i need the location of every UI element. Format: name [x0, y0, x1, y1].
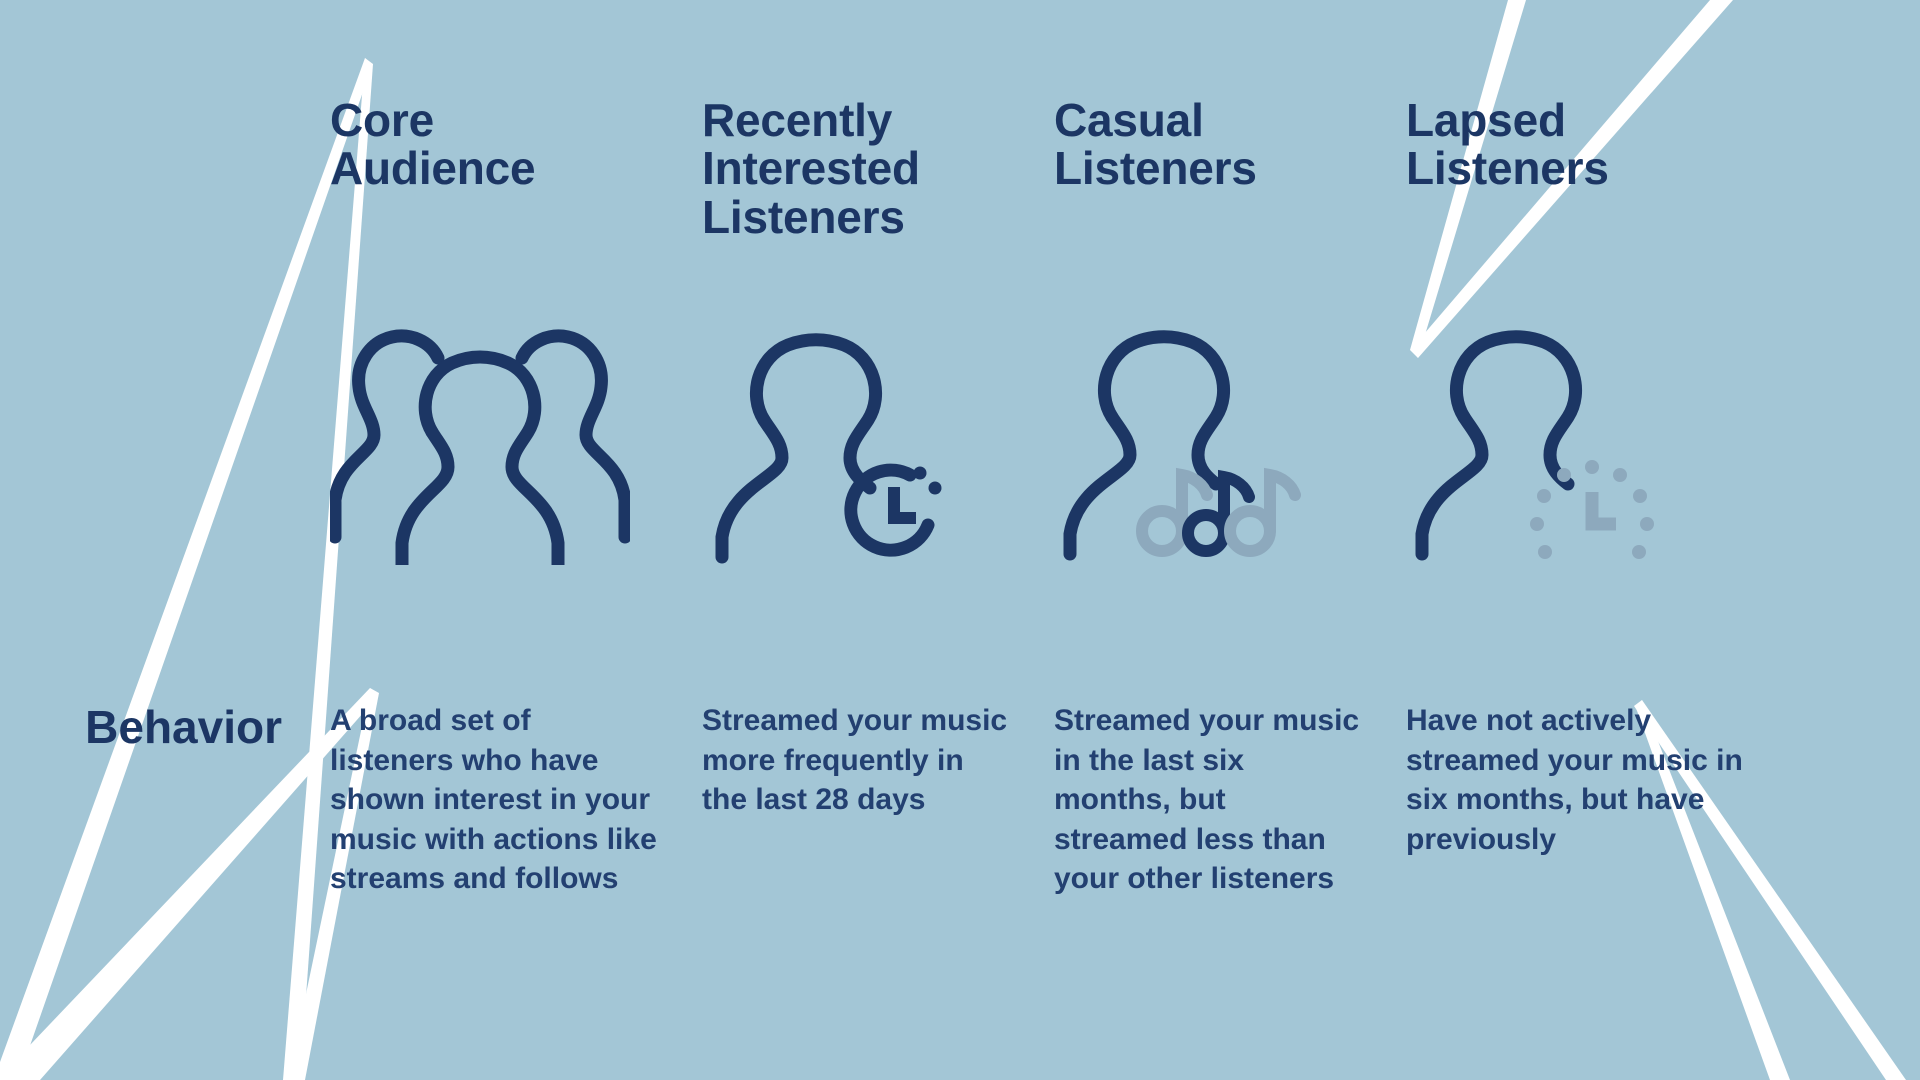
icon-cell-recently-interested: [702, 311, 1054, 701]
behavior-cell-casual-listeners: Streamed your music in the last six mont…: [1054, 701, 1406, 1080]
behavior-cell-core-audience: A broad set of listeners who have shown …: [330, 701, 702, 1080]
behavior-text: A broad set of listeners who have shown …: [330, 704, 657, 896]
column-heading: Casual Listeners: [1054, 94, 1257, 195]
column-heading: Core Audience: [330, 94, 536, 195]
clock-ring-arc: [844, 463, 935, 557]
music-note-center: [1182, 469, 1255, 557]
behavior-text: Streamed your music in the last six mont…: [1054, 704, 1360, 896]
row-label-text: Behavior: [85, 701, 282, 753]
icon-cell-core-audience: [330, 311, 702, 701]
behavior-text: Streamed your music more frequently in t…: [702, 704, 1008, 817]
music-note-right: [1224, 467, 1301, 557]
person-with-music-notes-icon: [1063, 330, 1301, 561]
row-label-behavior: Behavior: [0, 701, 330, 1080]
person-with-dotted-clock-icon: [1415, 330, 1654, 561]
dotted-clock-hands: [1585, 492, 1616, 531]
icon-cell-lapsed-listeners: [1406, 311, 1806, 701]
column-header-lapsed-listeners: Lapsed Listeners: [1406, 96, 1806, 311]
column-heading: Lapsed Listeners: [1406, 94, 1609, 195]
clock-hands: [888, 487, 916, 524]
behavior-cell-lapsed-listeners: Have not actively streamed your music in…: [1406, 701, 1806, 1080]
column-header-recently-interested: Recently Interested Listeners: [702, 96, 1054, 311]
music-note-left: [1136, 467, 1213, 557]
dotted-clock-ring: [1530, 460, 1654, 559]
clock-ring-dots: [913, 466, 942, 495]
person-with-clock-icon: [715, 333, 942, 564]
column-header-core-audience: Core Audience: [330, 96, 702, 311]
icon-cell-casual-listeners: [1054, 311, 1406, 701]
column-header-casual-listeners: Casual Listeners: [1054, 96, 1406, 311]
three-people-icon: [330, 329, 630, 565]
column-heading: Recently Interested Listeners: [702, 94, 920, 243]
behavior-text: Have not actively streamed your music in…: [1406, 704, 1743, 856]
behavior-cell-recently-interested: Streamed your music more frequently in t…: [702, 701, 1054, 1080]
